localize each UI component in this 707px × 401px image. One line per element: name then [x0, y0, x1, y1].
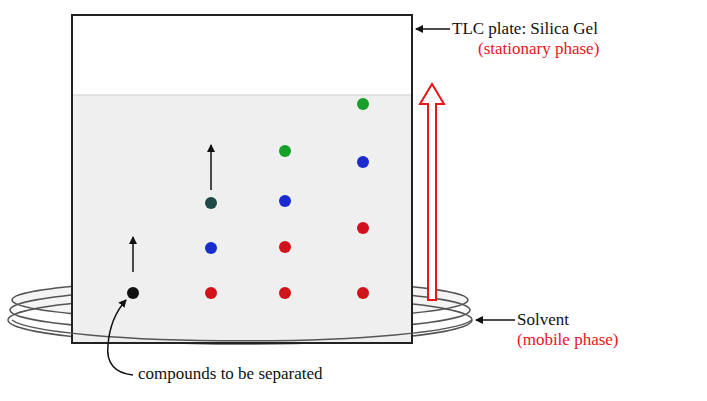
spots — [127, 98, 369, 299]
tlc-plate — [72, 15, 412, 343]
leader-line — [416, 28, 450, 30]
label-text: (mobile phase) — [517, 330, 619, 350]
leader-line — [108, 300, 133, 375]
migration-arrow — [210, 145, 212, 190]
solvent-region — [73, 95, 411, 342]
label-text: Solvent — [517, 310, 569, 330]
label-text: compounds to be separated — [138, 364, 323, 384]
label-text: (stationary phase) — [478, 39, 599, 59]
label-text: TLC plate: Silica Gel — [452, 19, 598, 39]
solvent-flow-arrow — [420, 84, 444, 300]
leader-line — [476, 319, 515, 321]
migration-arrow — [132, 237, 134, 272]
